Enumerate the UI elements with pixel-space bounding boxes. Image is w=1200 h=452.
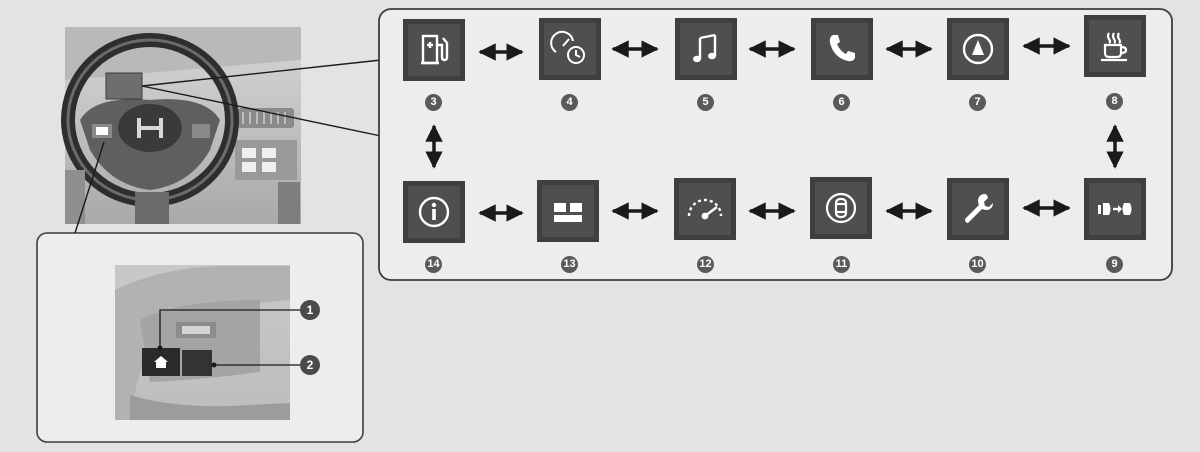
info-icon (418, 196, 450, 228)
driver-assist-icon (1098, 203, 1132, 215)
tile-number: 6 (833, 94, 850, 111)
wrench-icon (965, 194, 993, 223)
tile-number: 9 (1106, 256, 1123, 273)
tile-split (537, 180, 599, 242)
tile-number: 8 (1106, 93, 1123, 110)
tile-number: 4 (561, 94, 578, 111)
music-note-icon (693, 33, 717, 63)
tile-break (1084, 15, 1146, 77)
tile-music (675, 18, 737, 80)
display-leader-top (141, 59, 382, 87)
car-interior-photo (61, 27, 301, 224)
tile-navigation (947, 18, 1009, 80)
tile-number: 11 (833, 256, 850, 273)
tile-vehicle (810, 177, 872, 239)
tile-maintenance (947, 178, 1009, 240)
tile-fuel (403, 19, 465, 81)
callout-home-button: 1 (300, 300, 320, 320)
split-screen-icon (554, 203, 582, 222)
home-icon (154, 356, 168, 368)
navigation-arrow-icon (962, 33, 994, 65)
inset-leader (74, 141, 105, 234)
speedometer-icon (687, 198, 723, 220)
tile-number: 14 (425, 256, 442, 273)
tile-speedometer (674, 178, 736, 240)
arrows-row-1 (478, 37, 1071, 61)
callout-selector-wheel: 2 (300, 355, 320, 375)
display-leader-bottom (141, 85, 382, 137)
steering-switch-inset (36, 232, 364, 443)
tile-number: 12 (697, 256, 714, 273)
tile-number: 3 (425, 94, 442, 111)
vehicle-status-icon (825, 192, 857, 224)
tile-driver-assist (1084, 178, 1146, 240)
callout-1-leader (159, 309, 300, 348)
tile-number: 10 (969, 256, 986, 273)
tile-number: 5 (697, 94, 714, 111)
tile-phone (811, 18, 873, 80)
tile-trip (539, 18, 601, 80)
tile-number: 13 (561, 256, 578, 273)
coffee-cup-icon (1101, 32, 1128, 62)
tile-info (403, 181, 465, 243)
phone-icon (829, 35, 855, 62)
arrows-row-2 (478, 199, 1071, 222)
tile-number: 7 (969, 94, 986, 111)
trip-meter-timer-icon (550, 30, 585, 64)
fuel-pump-icon (421, 34, 449, 65)
